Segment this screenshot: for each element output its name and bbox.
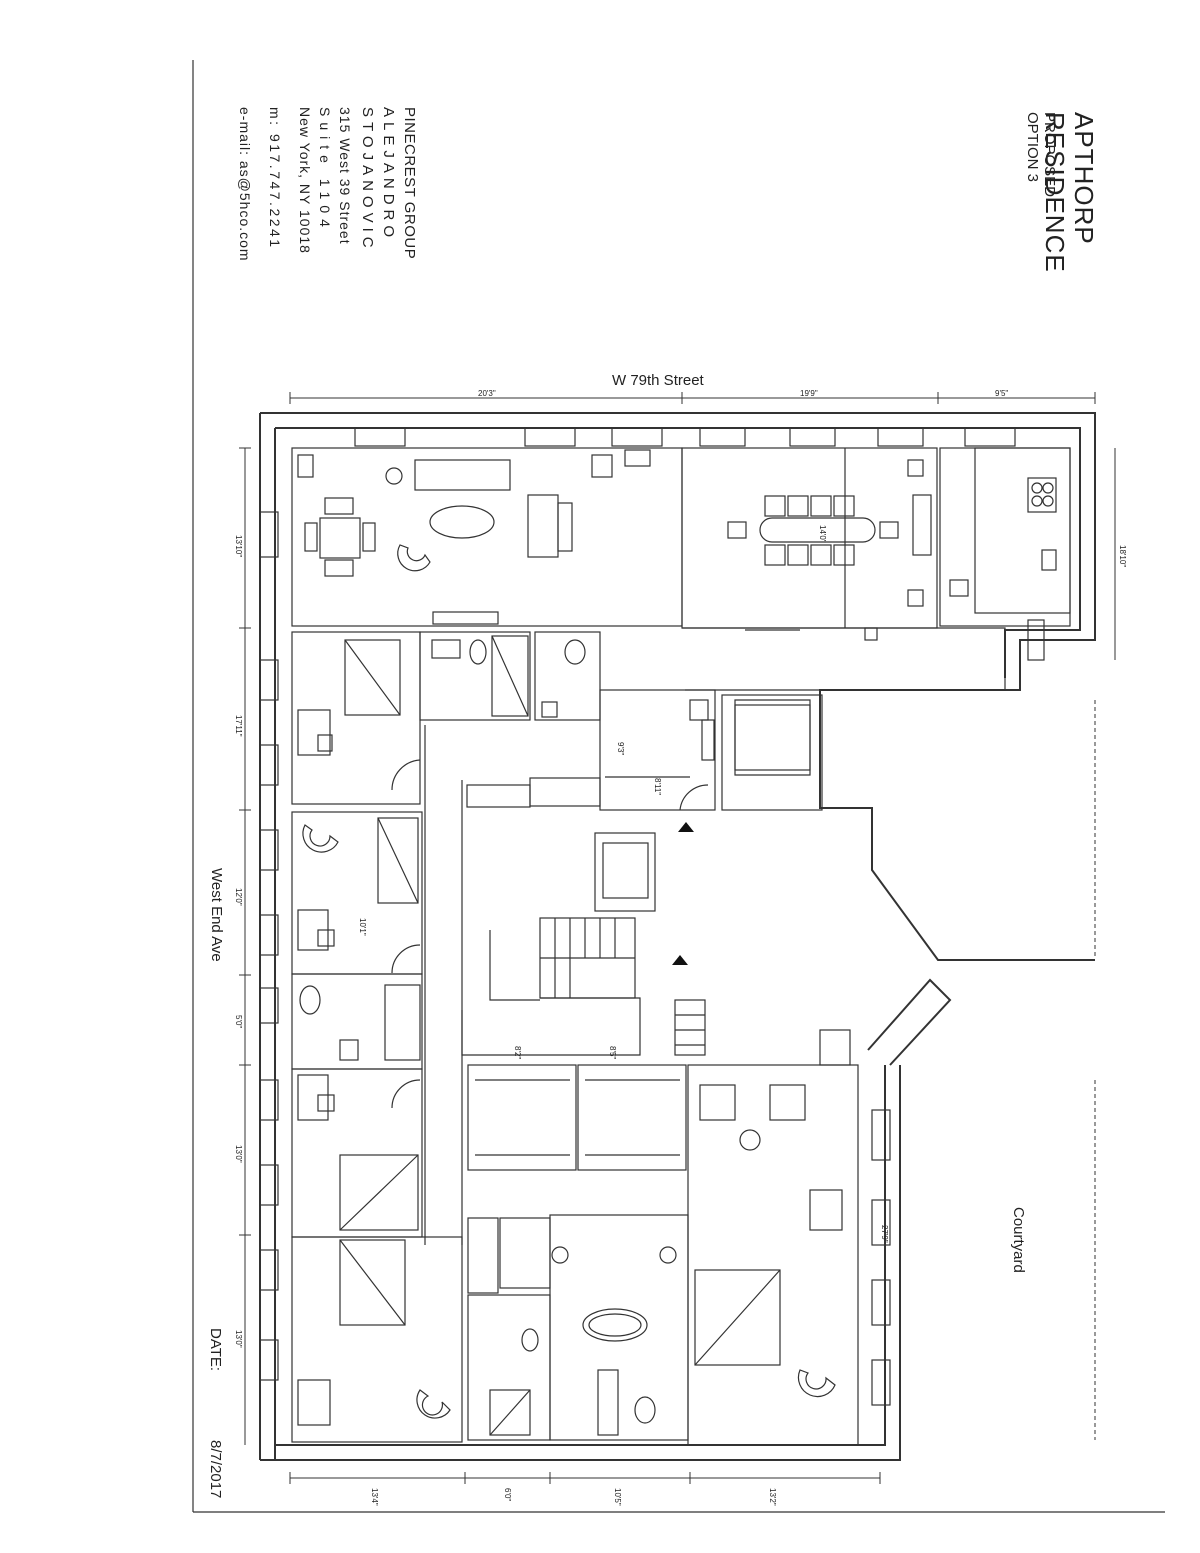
- master-bathroom: [549, 1214, 689, 1441]
- dim-left-5: 13'0": [234, 1145, 243, 1163]
- dimension-lines: [239, 392, 1116, 1484]
- dim-top-b: 19'9": [800, 389, 818, 398]
- option-label: OPTION 3: [1024, 112, 1041, 183]
- dim-bottom-d: 13'2": [768, 1488, 777, 1506]
- stair: [489, 917, 636, 1001]
- street-north-label: W 79th Street: [612, 372, 704, 389]
- bedroom-1: [291, 1236, 463, 1443]
- courtyard-label: Courtyard: [1010, 1207, 1027, 1273]
- firm-block: PINECREST GROUP ALEJANDRO STOJANOVIC 315…: [235, 107, 420, 262]
- dim-dining-table: 14'0": [818, 525, 827, 543]
- service-entrance-arrow-icon: [672, 955, 688, 965]
- date-value: 8/7/2017: [207, 1440, 224, 1499]
- dim-left-2: 17'11": [234, 715, 243, 737]
- walk-in-closets: [467, 1064, 687, 1171]
- foyer: [599, 689, 716, 811]
- dim-bottom-a: 13'4": [370, 1488, 379, 1506]
- architect-last-name: STOJANOVIC: [359, 107, 376, 253]
- elevator: [594, 832, 656, 912]
- dim-inner-foyer-b: 8'11": [653, 778, 662, 795]
- closets-south: [467, 1217, 551, 1294]
- powder-room: [534, 631, 601, 721]
- dim-left-6: 13'0": [234, 1330, 243, 1348]
- status-label: PROPOSED: [1041, 112, 1058, 198]
- dim-inner-wic-b: 8'5": [608, 1046, 617, 1059]
- bedroom-2: [291, 1068, 423, 1238]
- dim-left-1: 13'10": [234, 535, 243, 557]
- window-bays-west: [259, 511, 279, 1381]
- bedroom-3: [291, 811, 423, 975]
- dim-left-3: 12'0": [234, 888, 243, 906]
- main-entrance-arrow-icon: [678, 822, 694, 832]
- dining-room: [681, 447, 938, 629]
- firm-address-street: 315 West 39 Street: [337, 107, 353, 245]
- firm-address-suite: Suite 1104: [317, 107, 333, 233]
- firm-mobile: m: 917.747.2241: [267, 107, 283, 250]
- firm-address-city: New York, NY 10018: [297, 107, 313, 254]
- bathroom-1: [467, 1294, 551, 1441]
- architect-first-name: ALEJANDRO: [380, 107, 397, 243]
- street-west-label: West End Ave: [208, 868, 225, 962]
- bathroom-4: [419, 631, 531, 721]
- dim-left-4: 5'0": [234, 1015, 243, 1028]
- firm-email: e-mail: as@5hco.com: [237, 107, 253, 262]
- dim-right-kitchen: 18'10": [1118, 545, 1127, 567]
- gallery-north: [682, 627, 1006, 691]
- window-bays-north: [354, 427, 1016, 447]
- project-status: PROPOSED OPTION 3: [1024, 112, 1058, 197]
- window-bays-courtyard: [871, 1109, 891, 1406]
- firm-name: PINECREST GROUP: [401, 107, 418, 260]
- master-bedroom: [687, 1029, 859, 1446]
- dim-inner-foyer-a: 9'3": [616, 742, 625, 755]
- dimension-labels: 20'3" 19'9" 9'5" 13'10" 17'11" 12'0" 5'0…: [234, 389, 1127, 1506]
- project-title-line1: APTHORP: [1069, 112, 1099, 245]
- dim-inner-bed: 10'1": [358, 918, 367, 936]
- dim-top-a: 20'3": [478, 389, 496, 398]
- bedroom-4: [291, 631, 421, 805]
- living-room: [291, 447, 683, 627]
- dim-inner-wic-a: 8'2": [513, 1046, 522, 1059]
- entry-arrows: [672, 822, 694, 965]
- freight-elevator: [721, 694, 823, 811]
- dim-bottom-b: 6'0": [503, 1488, 512, 1501]
- kitchen: [939, 447, 1071, 661]
- mudroom: [461, 997, 706, 1056]
- central-gallery: [424, 725, 601, 1245]
- dim-top-c: 9'5": [995, 389, 1008, 398]
- bathroom-2: [291, 973, 423, 1070]
- outer-walls: [259, 412, 1096, 1461]
- dim-right-master: 27'9": [880, 1225, 889, 1243]
- date-label: DATE:: [207, 1328, 224, 1372]
- dim-bottom-c: 10'5": [613, 1488, 622, 1506]
